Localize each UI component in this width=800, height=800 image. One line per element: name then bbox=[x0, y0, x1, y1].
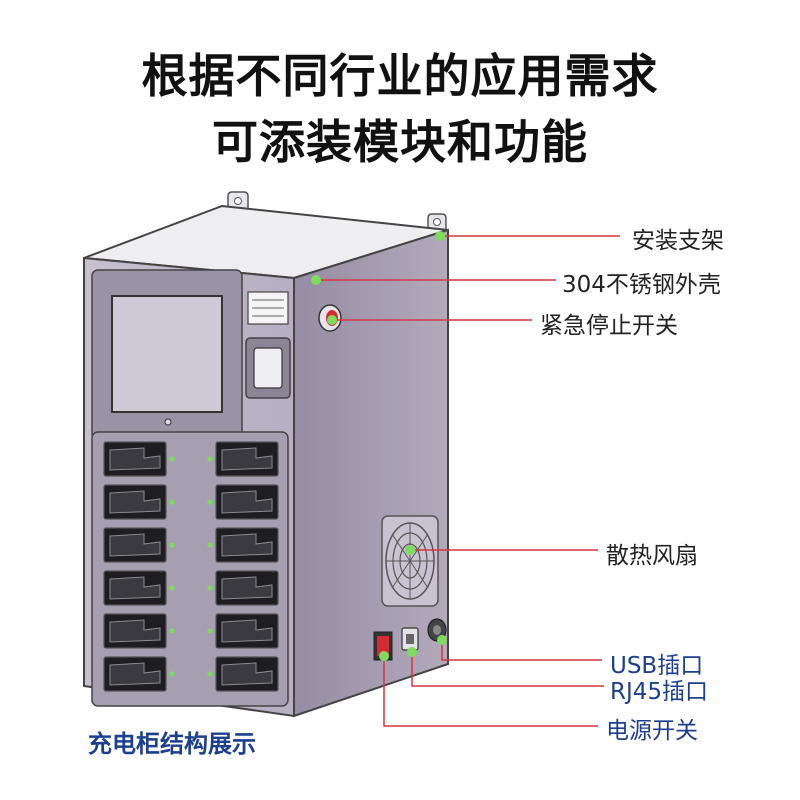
slot-indicator-led bbox=[207, 542, 213, 548]
leader-lines bbox=[316, 235, 620, 727]
cooling-fan bbox=[381, 515, 439, 607]
marker-dot-usb bbox=[437, 635, 447, 645]
marker-dot-bracket bbox=[435, 231, 445, 241]
charging-slot[interactable] bbox=[103, 484, 175, 520]
cabinet-side-face bbox=[293, 228, 449, 718]
slot-indicator-led bbox=[169, 456, 175, 462]
slot-indicator-led bbox=[169, 671, 175, 677]
headline-line-1: 根据不同行业的应用需求 bbox=[141, 49, 659, 103]
headline-line-2: 可添装模块和功能 bbox=[212, 115, 588, 169]
nameplate bbox=[247, 291, 289, 325]
charging-slot[interactable] bbox=[207, 656, 279, 692]
label-mounting-bracket: 安装支架 bbox=[632, 228, 724, 254]
charging-slot[interactable] bbox=[207, 613, 279, 649]
slot-indicator-led bbox=[169, 628, 175, 634]
charging-slot[interactable] bbox=[207, 484, 279, 520]
slot-indicator-led bbox=[169, 499, 175, 505]
slot-indicator-led bbox=[169, 542, 175, 548]
label-rj45-port: RJ45插口 bbox=[610, 679, 709, 705]
slot-indicator-led bbox=[207, 499, 213, 505]
charging-slot[interactable] bbox=[103, 527, 175, 563]
rj45-port[interactable] bbox=[401, 627, 419, 651]
charging-slot[interactable] bbox=[103, 570, 175, 606]
marker-dot-power bbox=[379, 651, 389, 661]
marker-dots bbox=[311, 231, 447, 661]
card-reader[interactable] bbox=[245, 337, 291, 399]
slot-indicator-led bbox=[207, 671, 213, 677]
leader-line-usb bbox=[441, 640, 602, 661]
marker-dot-rj45 bbox=[407, 647, 417, 657]
label-usb-port: USB插口 bbox=[610, 653, 704, 679]
label-cooling-fan: 散热风扇 bbox=[606, 543, 698, 569]
slot-indicator-led bbox=[207, 585, 213, 591]
label-emergency-stop: 紧急停止开关 bbox=[540, 313, 678, 339]
slot-indicator-led bbox=[207, 456, 213, 462]
touch-screen[interactable] bbox=[111, 295, 223, 413]
marker-dot-estop bbox=[327, 315, 337, 325]
slot-indicator-led bbox=[207, 628, 213, 634]
charging-slot[interactable] bbox=[103, 441, 175, 477]
marker-dot-fan bbox=[405, 545, 415, 555]
label-stainless-shell: 304不锈钢外壳 bbox=[562, 272, 721, 298]
label-power-switch: 电源开关 bbox=[606, 718, 698, 744]
leader-line-power bbox=[383, 656, 598, 727]
charging-slot[interactable] bbox=[103, 656, 175, 692]
charging-slot[interactable] bbox=[207, 527, 279, 563]
charging-slots bbox=[103, 441, 279, 692]
marker-dot-shell bbox=[311, 275, 321, 285]
charging-slot[interactable] bbox=[207, 441, 279, 477]
figure-caption: 充电柜结构展示 bbox=[88, 730, 256, 758]
slot-indicator-led bbox=[169, 585, 175, 591]
charging-slot[interactable] bbox=[207, 570, 279, 606]
leader-line-rj45 bbox=[411, 652, 604, 687]
charging-slot[interactable] bbox=[103, 613, 175, 649]
